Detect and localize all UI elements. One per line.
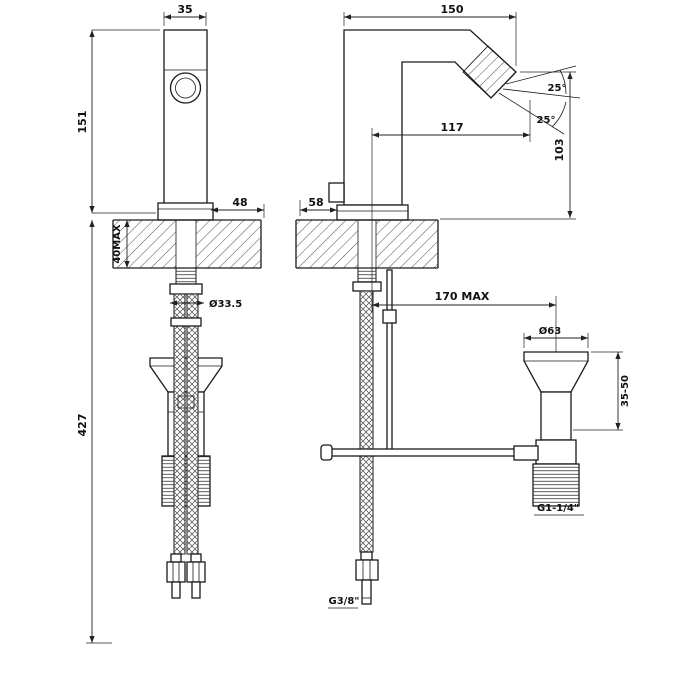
rod-port — [513, 445, 539, 461]
popup-rod-vertical — [386, 269, 393, 455]
side-under-deck — [320, 267, 521, 553]
spray-cone: 25° 25° — [498, 65, 581, 135]
dim-top-width-label: 35 — [177, 3, 192, 16]
side-hose-fitting: G3/8" — [328, 551, 379, 609]
dim-hose-diameter: Ø33.5 — [170, 298, 242, 310]
popup-rod-horizontal — [329, 448, 521, 457]
waste-window — [177, 395, 195, 409]
dim-deck-thickness-label: 40MAX — [112, 224, 123, 264]
side-base-plate — [336, 204, 409, 221]
dim-spout-reach: 117 — [371, 100, 531, 312]
thread-drain-label: G1-1/4" — [537, 503, 579, 514]
dim-spout-height: 103 — [440, 71, 576, 220]
dim-overall-height: 427 — [76, 220, 112, 644]
front-base-plate — [157, 202, 214, 221]
dim-height-label: 151 — [76, 111, 89, 134]
side-faucet-body — [328, 29, 517, 221]
side-view: 25° 25° G3/8" — [295, 3, 631, 609]
dim-clamp-range: 35-50 — [573, 351, 631, 431]
dim-height: 151 — [76, 29, 160, 214]
dim-base: 48 — [211, 196, 265, 218]
dim-depth-top-label: 150 — [441, 3, 464, 16]
front-popup-waste — [149, 357, 223, 507]
hose-clamp-band — [170, 317, 202, 327]
aerator-head — [462, 45, 517, 99]
dim-base-depth: 58 — [299, 196, 337, 216]
side-handle — [328, 182, 345, 203]
dim-overall-height-label: 427 — [76, 414, 89, 437]
dim-deck-thickness: 40MAX — [112, 220, 130, 268]
side-supply-hose — [360, 291, 373, 552]
dim-drain-offset-label: 170 MAX — [435, 290, 490, 303]
rod-clamp — [382, 309, 397, 324]
dim-top-width: 35 — [163, 3, 207, 26]
dim-depth-top: 150 — [343, 3, 517, 66]
dim-drain-diameter: Ø63 — [523, 325, 589, 348]
front-deck-section — [112, 219, 262, 269]
side-deck-section — [295, 219, 439, 269]
aerator-outlet — [169, 72, 202, 104]
dim-spout-reach-label: 117 — [441, 121, 464, 134]
dim-drain-offset: 170 MAX — [372, 290, 556, 308]
dim-angle-lower-label: 25° — [537, 115, 556, 126]
side-locknut — [352, 281, 382, 292]
front-faucet-body — [157, 29, 214, 221]
dim-clamp-range-label: 35-50 — [620, 375, 631, 407]
dim-base-label: 48 — [232, 196, 247, 209]
dim-drain-diameter-label: Ø63 — [539, 325, 561, 337]
side-popup-waste: G1-1/4" — [513, 296, 589, 516]
dim-base-depth-label: 58 — [308, 196, 323, 209]
dim-angle-upper-label: 25° — [548, 83, 567, 94]
front-shank — [169, 267, 203, 295]
dim-spout-height-label: 103 — [553, 139, 566, 162]
rod-knob — [320, 444, 333, 461]
front-locknut — [169, 283, 203, 295]
dim-hose-diameter-label: Ø33.5 — [209, 298, 242, 310]
thread-supply-label: G3/8" — [329, 596, 360, 607]
front-hose-fittings — [166, 553, 206, 599]
front-view: 35 151 427 48 40MAX Ø33.5 — [76, 3, 265, 644]
